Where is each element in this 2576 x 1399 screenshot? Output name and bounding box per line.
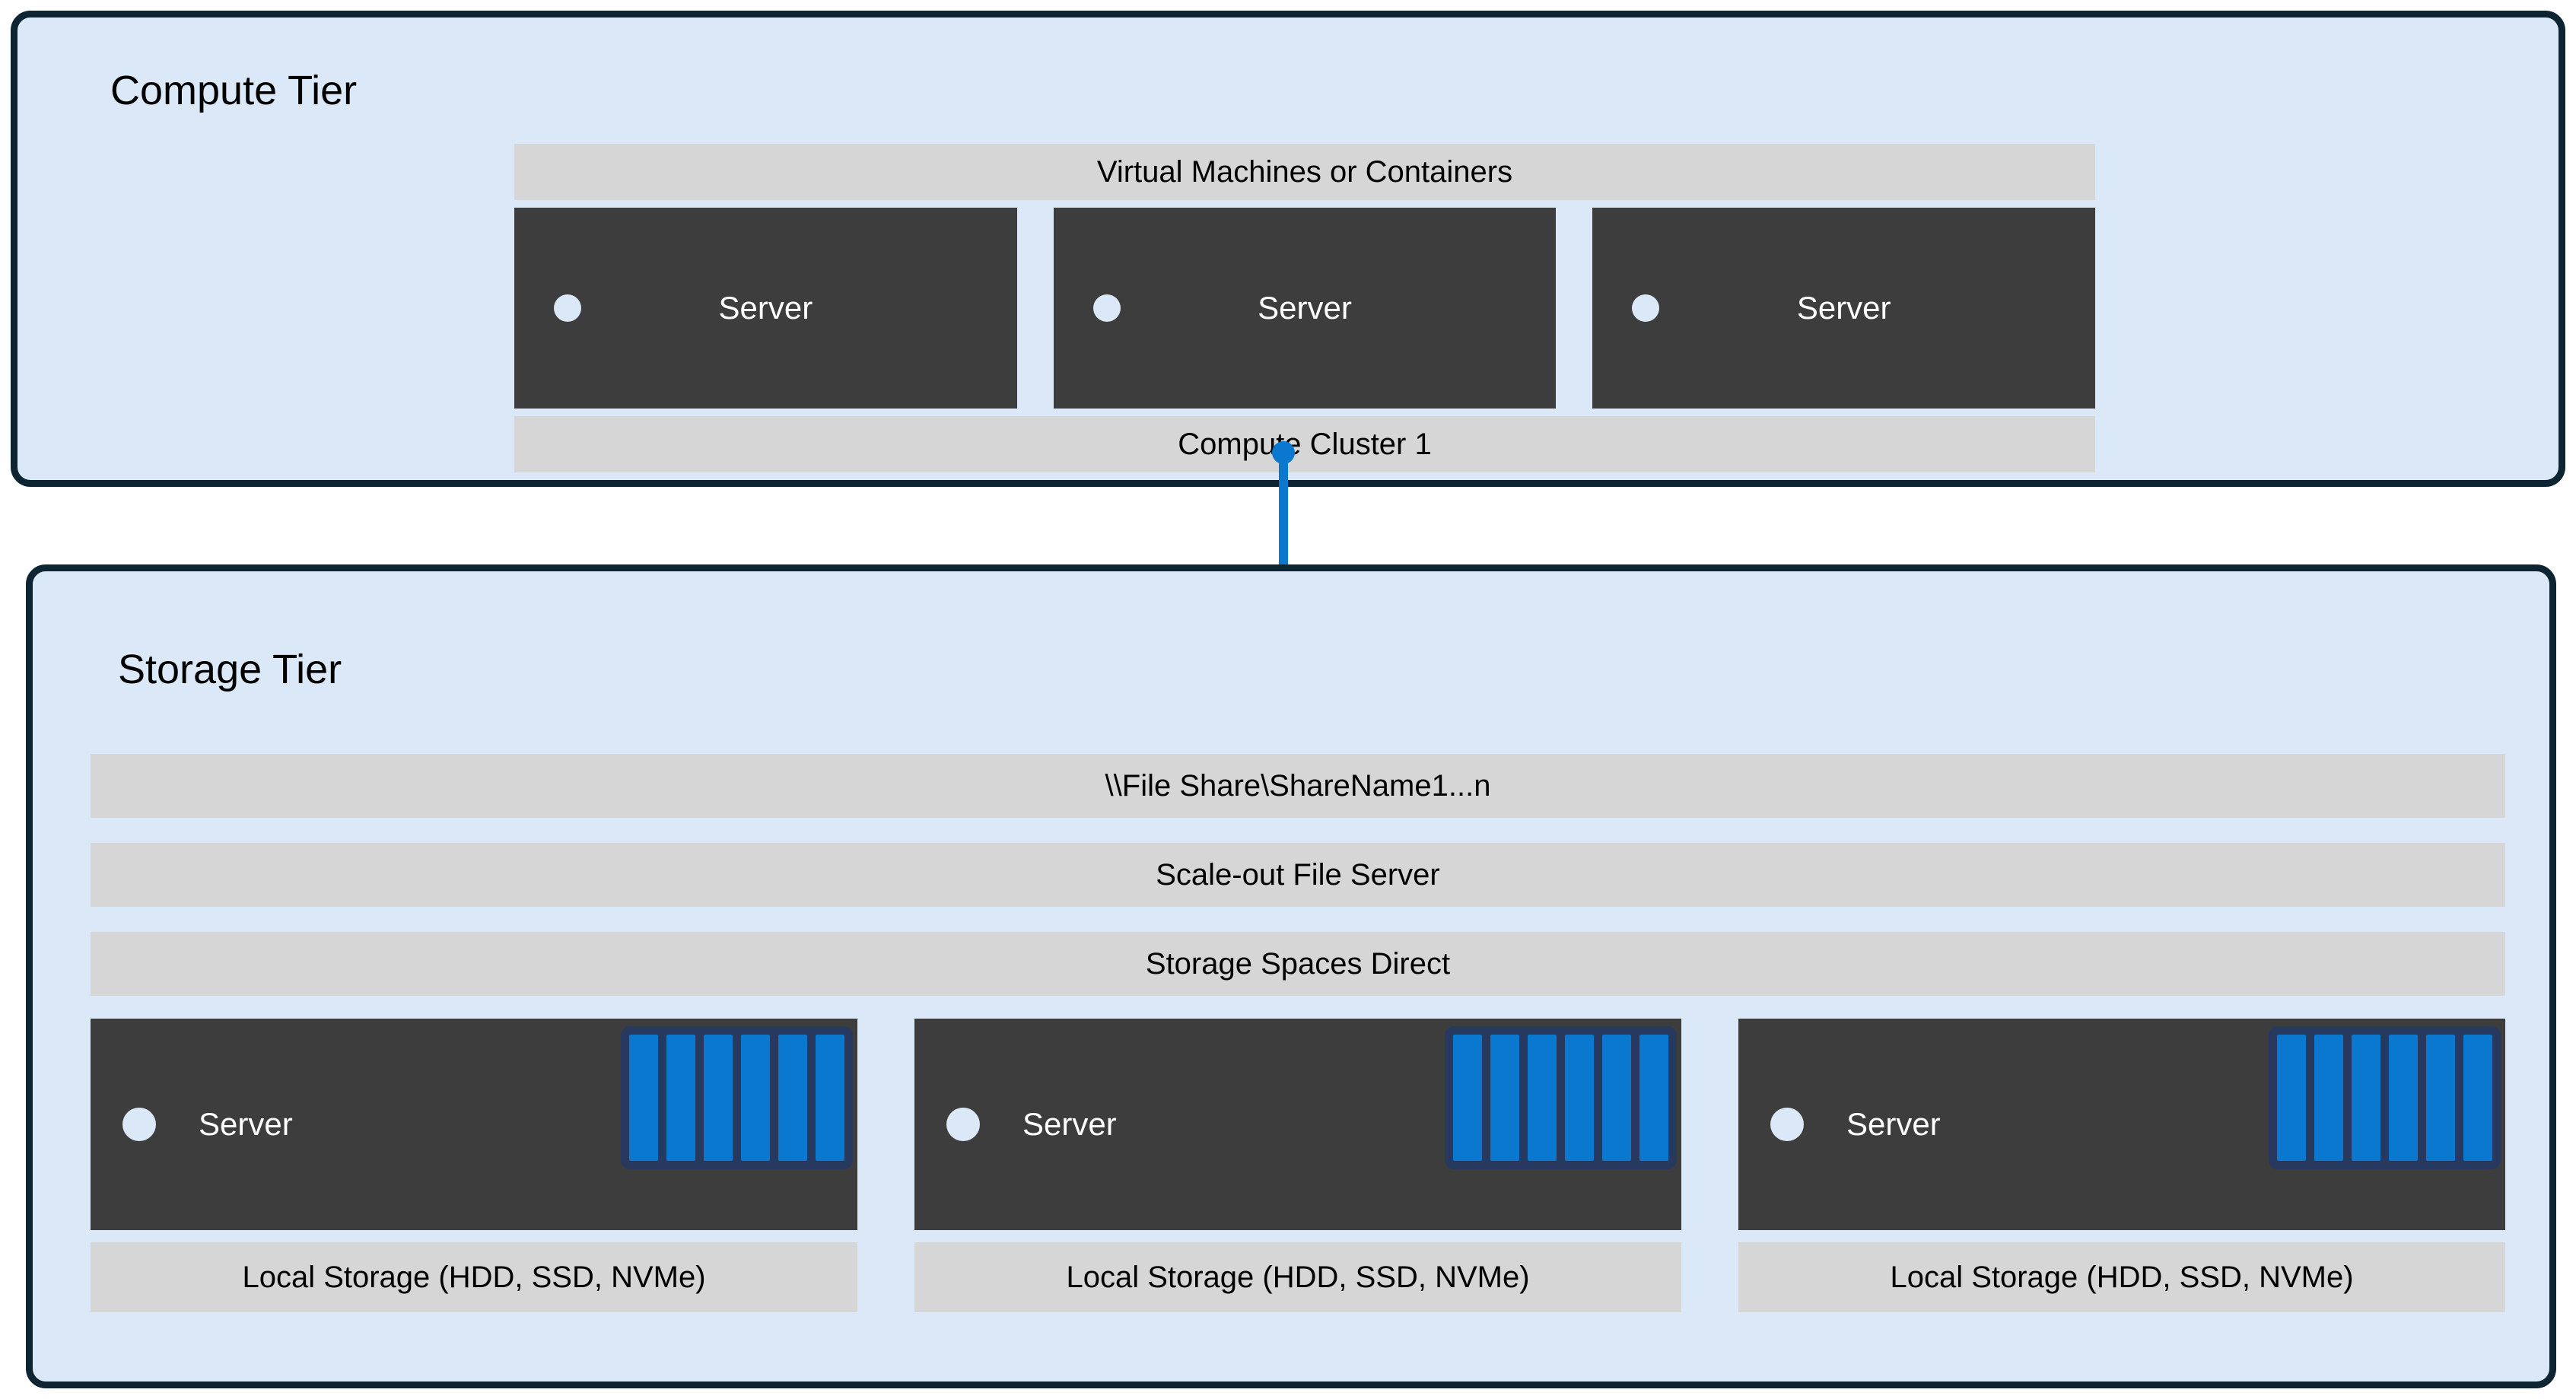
compute-server-node[interactable]: Server bbox=[1053, 208, 1557, 409]
storage-node[interactable]: Server Local Storage (HDD, SSD, NVMe) bbox=[914, 1019, 1681, 1337]
storage-server-box[interactable]: Server bbox=[91, 1019, 857, 1230]
storage-server-box[interactable]: Server bbox=[1738, 1019, 2505, 1230]
local-storage-label: Local Storage (HDD, SSD, NVMe) bbox=[242, 1260, 706, 1294]
status-dot-icon bbox=[1770, 1108, 1804, 1141]
file-share-band: \\File Share\ShareName1...n bbox=[91, 754, 2505, 818]
compute-server-list: Server Server Server bbox=[514, 208, 2096, 409]
storage-spaces-direct-band-label: Storage Spaces Direct bbox=[1145, 946, 1451, 981]
disk-bar-icon bbox=[1602, 1035, 1631, 1161]
disk-bar-icon bbox=[741, 1035, 770, 1161]
disk-bar-icon bbox=[778, 1035, 807, 1161]
disk-bar-icon bbox=[666, 1035, 695, 1161]
disk-bar-icon bbox=[629, 1035, 658, 1161]
compute-server-node[interactable]: Server bbox=[514, 208, 1017, 409]
disk-bar-icon bbox=[2389, 1035, 2418, 1161]
compute-cluster-band: Compute Cluster 1 bbox=[514, 416, 2095, 472]
disk-bar-icon bbox=[2352, 1035, 2380, 1161]
storage-tier-title: Storage Tier bbox=[118, 647, 342, 692]
virtual-machines-band-label: Virtual Machines or Containers bbox=[1096, 154, 1513, 189]
storage-node[interactable]: Server Local Storage (HDD, SSD, NVMe) bbox=[91, 1019, 857, 1337]
status-dot-icon bbox=[946, 1108, 980, 1141]
disk-bar-icon bbox=[1453, 1035, 1482, 1161]
compute-server-node[interactable]: Server bbox=[1592, 208, 2096, 409]
local-storage-label: Local Storage (HDD, SSD, NVMe) bbox=[1890, 1260, 2354, 1294]
disk-array-icon bbox=[2269, 1026, 2501, 1169]
local-storage-band: Local Storage (HDD, SSD, NVMe) bbox=[91, 1242, 857, 1312]
status-dot-icon bbox=[122, 1108, 156, 1141]
storage-server-label: Server bbox=[1846, 1106, 1941, 1142]
status-dot-icon bbox=[554, 294, 581, 322]
compute-server-label: Server bbox=[1796, 290, 1891, 326]
scale-out-file-server-band: Scale-out File Server bbox=[91, 843, 2505, 907]
disk-bar-icon bbox=[2463, 1035, 2492, 1161]
disk-bar-icon bbox=[1528, 1035, 1557, 1161]
storage-tier-container: Storage Tier \\File Share\ShareName1...n… bbox=[26, 564, 2556, 1388]
compute-server-label: Server bbox=[718, 290, 813, 326]
compute-server-label: Server bbox=[1258, 290, 1352, 326]
disk-bar-icon bbox=[1565, 1035, 1594, 1161]
storage-server-label: Server bbox=[199, 1106, 293, 1142]
disk-bar-icon bbox=[704, 1035, 733, 1161]
disk-bar-icon bbox=[2426, 1035, 2455, 1161]
file-share-band-label: \\File Share\ShareName1...n bbox=[1105, 768, 1491, 803]
disk-bar-icon bbox=[1639, 1035, 1668, 1161]
storage-node-list: Server Local Storage (HDD, SSD, NVMe) bbox=[91, 1019, 2505, 1337]
storage-server-label: Server bbox=[1022, 1106, 1117, 1142]
storage-node[interactable]: Server Local Storage (HDD, SSD, NVMe) bbox=[1738, 1019, 2505, 1337]
disk-bar-icon bbox=[2277, 1035, 2306, 1161]
compute-cluster-band-label: Compute Cluster 1 bbox=[1178, 427, 1432, 461]
virtual-machines-band: Virtual Machines or Containers bbox=[514, 144, 2095, 200]
disk-bar-icon bbox=[1490, 1035, 1519, 1161]
compute-cluster-group: Virtual Machines or Containers Server Se… bbox=[514, 144, 2096, 472]
local-storage-label: Local Storage (HDD, SSD, NVMe) bbox=[1066, 1260, 1530, 1294]
disk-bar-icon bbox=[816, 1035, 844, 1161]
disk-bar-icon bbox=[2314, 1035, 2343, 1161]
local-storage-band: Local Storage (HDD, SSD, NVMe) bbox=[1738, 1242, 2505, 1312]
storage-server-box[interactable]: Server bbox=[914, 1019, 1681, 1230]
disk-array-icon bbox=[1445, 1026, 1677, 1169]
local-storage-band: Local Storage (HDD, SSD, NVMe) bbox=[914, 1242, 1681, 1312]
scale-out-file-server-band-label: Scale-out File Server bbox=[1156, 857, 1440, 892]
compute-tier-container: Compute Tier Virtual Machines or Contain… bbox=[11, 11, 2565, 487]
compute-tier-title: Compute Tier bbox=[110, 68, 358, 113]
storage-spaces-direct-band: Storage Spaces Direct bbox=[91, 932, 2505, 996]
status-dot-icon bbox=[1092, 294, 1121, 322]
disk-array-icon bbox=[621, 1026, 853, 1169]
status-dot-icon bbox=[1632, 294, 1660, 322]
